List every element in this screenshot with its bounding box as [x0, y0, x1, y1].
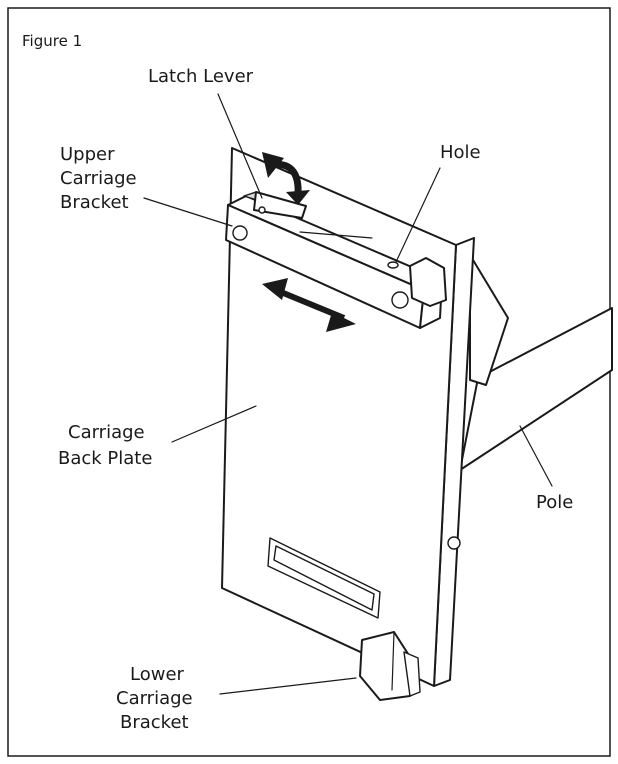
pole	[459, 307, 613, 471]
svg-text:Lower: Lower	[130, 664, 185, 685]
latch-lever	[243, 191, 307, 219]
bracket-hole-left	[232, 225, 248, 241]
leader-pole	[519, 425, 553, 487]
leader-back-plate	[171, 405, 257, 443]
label-pole: Pole	[536, 492, 573, 513]
leader-lower-bracket	[219, 677, 357, 695]
label-hole: Hole	[440, 142, 481, 163]
bracket-hole-right	[391, 291, 409, 309]
leader-hole	[395, 167, 441, 263]
side-knob	[447, 536, 461, 550]
rotate-arrow-icon	[262, 152, 310, 205]
leader-latch-lever	[217, 93, 263, 199]
svg-text:Upper: Upper	[60, 144, 115, 165]
svg-text:Bracket: Bracket	[120, 712, 189, 733]
leader-upper-bracket	[143, 197, 233, 227]
label-upper-carriage-bracket: Upper Carriage Bracket	[60, 144, 137, 213]
slide-arrow-icon	[262, 278, 356, 332]
plate-slot-inner	[273, 545, 375, 611]
svg-text:Bracket: Bracket	[60, 192, 129, 213]
svg-text:Carriage: Carriage	[60, 168, 137, 189]
svg-text:Carriage: Carriage	[68, 422, 145, 443]
lower-carriage-bracket	[359, 631, 421, 701]
upper-carriage-bracket	[225, 195, 447, 329]
leader-lines	[143, 93, 553, 695]
label-carriage-back-plate: Carriage Back Plate	[58, 422, 152, 469]
pole-mount-arm	[469, 254, 509, 386]
svg-text:Back Plate: Back Plate	[58, 448, 152, 469]
figure-frame	[7, 7, 611, 757]
hole	[387, 261, 399, 269]
label-latch-lever: Latch Lever	[148, 66, 254, 87]
label-lower-carriage-bracket: Lower Carriage Bracket	[116, 664, 193, 733]
figure-title: Figure 1	[22, 32, 82, 50]
svg-text:Carriage: Carriage	[116, 688, 193, 709]
